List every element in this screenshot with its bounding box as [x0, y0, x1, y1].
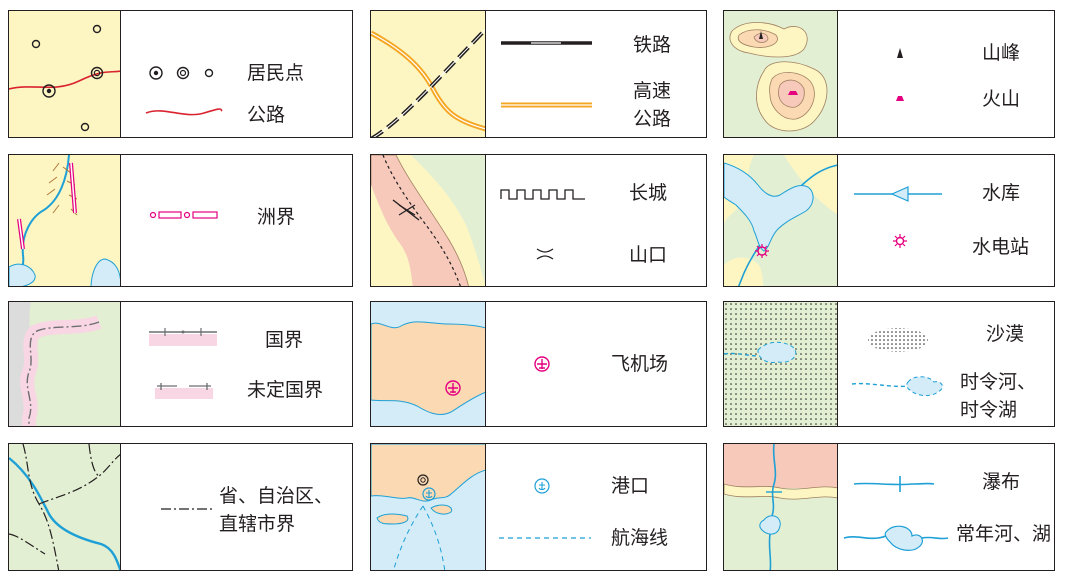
map-port-searoute	[371, 444, 486, 570]
map-waterfall-river	[724, 444, 838, 570]
label-port: 港口	[611, 475, 650, 497]
legend-card-sandbar-boundary: 洲界	[8, 154, 353, 287]
sandbar-boundary-symbol	[149, 211, 218, 219]
map-railway-expressway	[371, 11, 486, 137]
railway-symbol	[501, 41, 592, 45]
legend-card-waterfall-river: 瀑布 常年河、湖	[723, 443, 1055, 571]
map-greatwall-pass	[371, 155, 486, 286]
legend-card-provincial-boundary: 省、自治区、 直辖市界	[8, 443, 353, 571]
map-settlement-road	[9, 11, 121, 137]
airport-icon	[534, 356, 550, 372]
legend-card-settlement-road: 居民点 公路	[8, 10, 353, 138]
label-perennial-river-lake: 常年河、湖	[956, 523, 1052, 545]
label-expressway-line1: 高速	[633, 80, 672, 102]
label-hydropower: 水电站	[972, 236, 1030, 258]
map-national-boundary	[9, 302, 121, 426]
national-boundary-symbol	[149, 328, 217, 346]
provincial-boundary-symbol	[161, 508, 213, 510]
desert-symbol	[868, 328, 928, 352]
map-airport	[371, 302, 486, 426]
label-reservoir: 水库	[982, 182, 1021, 204]
label-sea-route: 航海线	[611, 527, 669, 549]
legend-card-port-searoute: 港口 航海线	[370, 443, 707, 571]
label-settlement: 居民点	[247, 62, 305, 84]
map-provincial-boundary	[9, 444, 121, 570]
label-national-boundary: 国界	[265, 329, 304, 351]
reservoir-symbol	[854, 186, 942, 202]
volcano-icon	[896, 96, 904, 101]
expressway-symbol	[501, 102, 592, 108]
legend-card-desert-seasonal: 沙漠 时令河、 时令湖	[723, 301, 1055, 427]
label-peak: 山峰	[982, 42, 1021, 64]
map-sandbar-boundary	[9, 155, 121, 286]
mountain-peak-icon	[897, 48, 903, 58]
waterfall-symbol	[853, 476, 935, 492]
great-wall-symbol	[500, 189, 585, 200]
label-mountain-pass: 山口	[629, 244, 668, 266]
map-desert-seasonal	[724, 302, 838, 426]
legend-card-greatwall-pass: 长城 山口	[370, 154, 707, 287]
label-railway: 铁路	[633, 34, 672, 56]
anchor-icon	[534, 478, 550, 494]
label-sandbar-boundary: 洲界	[257, 206, 296, 228]
label-provincial-boundary-line1: 省、自治区、	[219, 485, 334, 507]
label-provincial-boundary-line2: 直辖市界	[219, 513, 296, 535]
legend-card-railway-expressway: 铁路 高速 公路	[370, 10, 707, 138]
map-peak-volcano	[724, 11, 838, 137]
map-reservoir-hydro	[724, 155, 838, 286]
perennial-river-lake-symbol	[843, 525, 949, 551]
legend-card-airport: 飞机场	[370, 301, 707, 427]
seasonal-river-symbol	[851, 376, 943, 397]
road-symbol	[145, 108, 223, 116]
label-expressway-line2: 公路	[633, 108, 672, 130]
label-desert: 沙漠	[986, 323, 1025, 345]
undetermined-boundary-symbol	[155, 383, 213, 399]
settlement-icon	[149, 66, 214, 80]
sea-route-symbol	[499, 537, 591, 539]
label-seasonal-river: 时令河、	[960, 371, 1037, 393]
label-undetermined-boundary: 未定国界	[247, 379, 324, 401]
legend-card-peak-volcano: 山峰 火山	[723, 10, 1055, 138]
label-waterfall: 瀑布	[982, 471, 1021, 493]
label-road: 公路	[247, 104, 286, 126]
label-great-wall: 长城	[629, 182, 668, 204]
label-volcano: 火山	[982, 88, 1021, 110]
legend-card-national-boundary: 国界 未定国界	[8, 301, 353, 427]
mountain-pass-icon	[536, 248, 554, 260]
label-seasonal-lake: 时令湖	[960, 399, 1018, 421]
legend-card-reservoir-hydro: 水库 水电站	[723, 154, 1055, 287]
label-airport: 飞机场	[611, 353, 669, 375]
hydropower-icon	[893, 234, 907, 248]
